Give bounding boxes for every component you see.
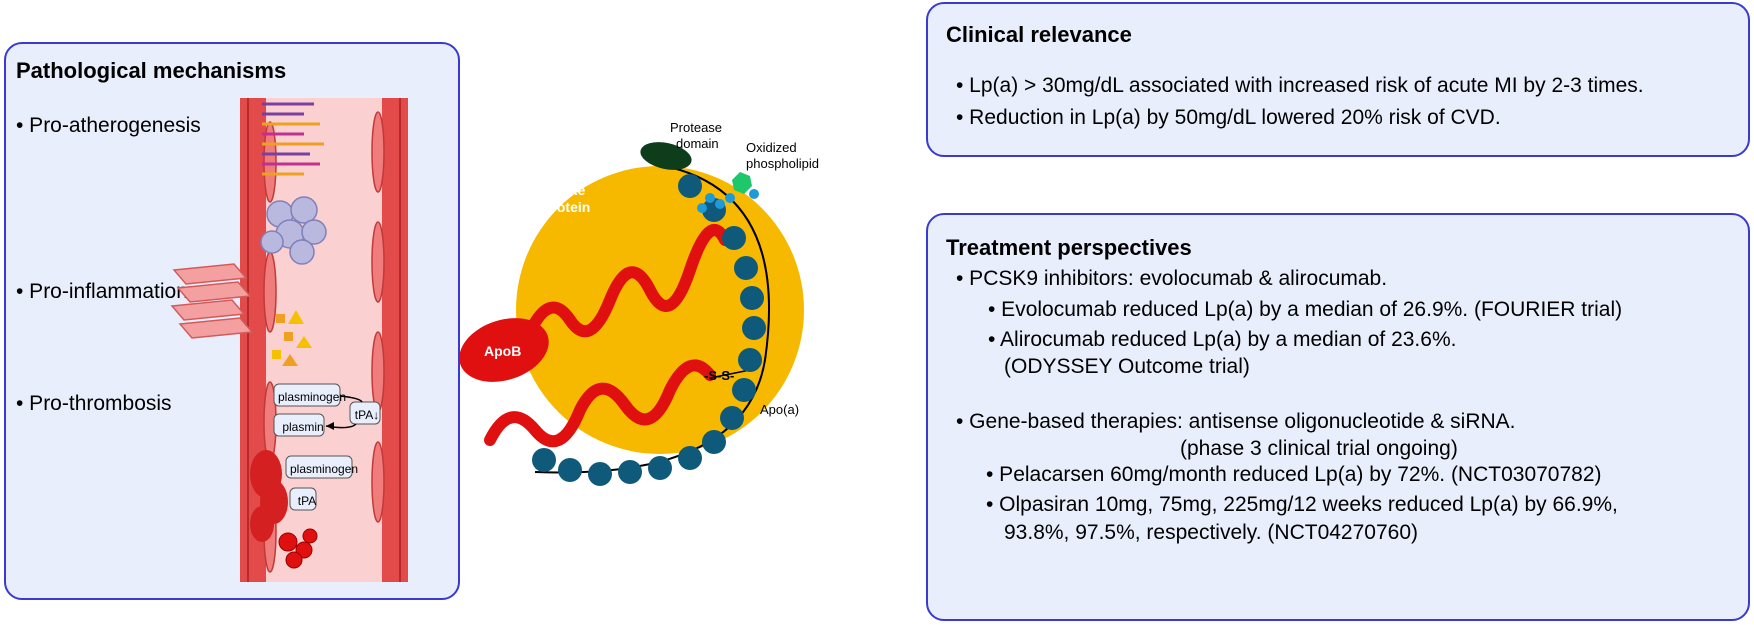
- plasminogen-box-2: [285, 455, 353, 479]
- foam-cells-icon: [260, 196, 327, 265]
- apob-strand-upper: [524, 224, 731, 338]
- treatment-perspectives-panel: Treatment perspectives • PCSK9 inhibitor…: [926, 213, 1750, 621]
- plasminogen-label-2: plasminogen: [290, 462, 359, 476]
- vessel-illustration: [170, 98, 408, 582]
- apob-strand-lower: [484, 359, 716, 448]
- core-label-2: lipoprotein: [518, 199, 590, 215]
- clinical-relevance-panel: Clinical relevance • Lp(a) > 30mg/dL ass…: [926, 2, 1750, 157]
- treatment-line-6: (phase 3 clinical trial ongoing): [1180, 437, 1458, 460]
- plasminogen-label: plasminogen: [278, 390, 347, 404]
- oxidized-label-2: phospholipid: [746, 156, 819, 171]
- endothelial-cells: [263, 111, 385, 573]
- fibrinolysis-diagram: [273, 383, 381, 511]
- cytokines-icon: [272, 310, 312, 366]
- oxidized-label-1: Oxidized: [746, 140, 797, 155]
- panel-title: Treatment perspectives: [946, 235, 1192, 260]
- mechanism-item-thrombosis: • Pro-thrombosis: [16, 392, 172, 415]
- protease-domain-shape: [640, 142, 692, 170]
- tpa-box-2: [289, 487, 317, 511]
- apob-label: ApoB: [484, 343, 521, 359]
- lipid-strands-icon: [262, 102, 324, 176]
- treatment-line-7: • Pelacarsen 60mg/month reduced Lp(a) by…: [986, 463, 1602, 486]
- kringle-domains: [532, 174, 766, 486]
- vessel-wall-right: [382, 98, 408, 582]
- arrow-icon: [326, 422, 334, 430]
- platelets-icon: [278, 528, 318, 569]
- treatment-line-4: (ODYSSEY Outcome trial): [1004, 355, 1250, 378]
- smooth-muscle-cells-icon: [170, 263, 254, 339]
- treatment-line-8: • Olpasiran 10mg, 75mg, 225mg/12 weeks r…: [986, 493, 1618, 516]
- clinical-line-2: • Reduction in Lp(a) by 50mg/dL lowered …: [956, 106, 1501, 129]
- mechanism-item-inflammation: • Pro-inflammation: [16, 280, 188, 303]
- oxidized-phospholipid-icon: [697, 172, 759, 213]
- treatment-line-3: • Alirocumab reduced Lp(a) by a median o…: [988, 328, 1457, 351]
- tpa-box-1: [349, 401, 381, 425]
- mechanism-item-atherogenesis: • Pro-atherogenesis: [16, 114, 201, 137]
- treatment-line-9: 93.8%, 97.5%, respectively. (NCT04270760…: [1004, 521, 1418, 544]
- plasmin-box: [273, 413, 325, 437]
- disulfide-label: -S-S-: [704, 368, 734, 383]
- protease-label-1: Protease: [670, 120, 722, 135]
- core-label-1: LDL-like: [530, 182, 585, 198]
- clinical-line-1: • Lp(a) > 30mg/dL associated with increa…: [956, 74, 1644, 97]
- tpa-label-2: tPA: [297, 494, 317, 508]
- apoa-label: Apo(a): [760, 402, 799, 417]
- plasmin-label: plasmin: [282, 420, 324, 434]
- lpa-molecule-diagram: LDL-like lipoprotein ApoB Protease domai…: [460, 120, 819, 486]
- treatment-line-1: • PCSK9 inhibitors: evolocumab & alirocu…: [956, 267, 1388, 290]
- plasminogen-box: [273, 383, 341, 407]
- treatment-line-5: • Gene-based therapies: antisense oligon…: [956, 410, 1516, 433]
- blood-clot-icon: [250, 450, 288, 542]
- protease-label-2: domain: [676, 136, 719, 151]
- pathological-mechanisms-panel: Pathological mechanisms • Pro-atherogene…: [4, 42, 460, 600]
- tpa-label-1: tPA↓: [354, 408, 380, 422]
- panel-title: Pathological mechanisms: [16, 58, 287, 83]
- treatment-line-2: • Evolocumab reduced Lp(a) by a median o…: [988, 298, 1623, 321]
- panel-title: Clinical relevance: [946, 22, 1132, 47]
